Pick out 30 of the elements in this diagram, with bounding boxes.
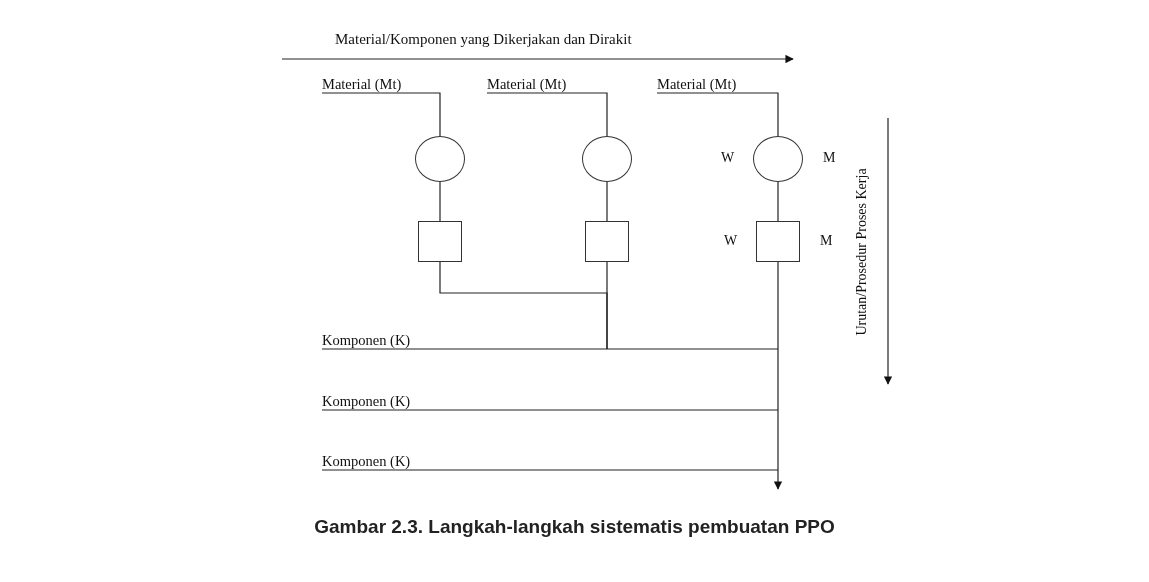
component-label: Komponen (K) — [322, 392, 442, 410]
flow-line — [321, 469, 779, 471]
inspection-square — [585, 221, 629, 262]
flow-line — [321, 92, 441, 137]
flow-line — [321, 409, 779, 411]
flow-line — [777, 181, 779, 222]
flow-direction-label: Material/Komponen yang Dikerjakan dan Dirakit — [335, 31, 632, 48]
operation-circle — [582, 136, 632, 182]
side-letter: M — [823, 150, 836, 166]
component-label: Komponen (K) — [322, 452, 442, 470]
inspection-square — [418, 221, 462, 262]
material-label: Material (Mt) — [487, 75, 609, 93]
flow-line — [606, 181, 608, 222]
side-letter: W — [721, 150, 735, 166]
flow-line — [486, 92, 608, 137]
side-letter: W — [724, 232, 738, 249]
flow-line — [439, 181, 441, 222]
flow-line — [656, 92, 779, 137]
sequence-direction-label: Urutan/Prosedur Proses Kerja — [854, 168, 870, 336]
flow-line — [606, 261, 608, 350]
component-label: Komponen (K) — [322, 331, 442, 349]
side-letter: M — [820, 232, 833, 249]
operation-circle — [415, 136, 465, 182]
material-label: Material (Mt) — [657, 75, 780, 93]
figure-caption: Gambar 2.3. Langkah-langkah sistematis pembuatan PPO — [313, 516, 836, 538]
material-label: Material (Mt) — [322, 75, 442, 93]
flow-arrow — [773, 261, 783, 490]
operation-circle — [753, 136, 803, 182]
inspection-square — [756, 221, 800, 262]
flow-line — [321, 348, 779, 350]
